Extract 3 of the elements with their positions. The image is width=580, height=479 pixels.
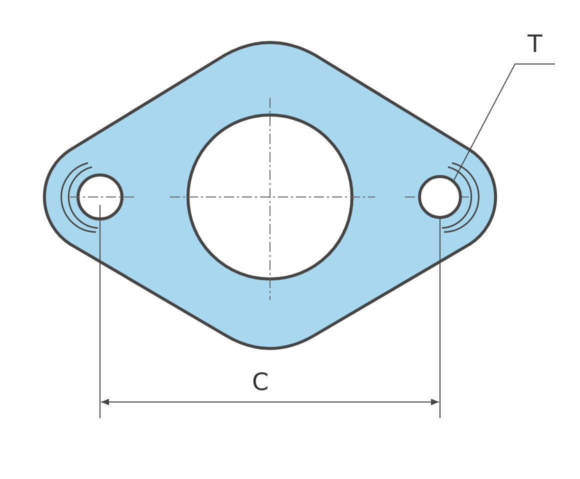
dimension-label: C	[252, 368, 269, 396]
part-label: T	[515, 30, 555, 64]
leader-line	[454, 64, 556, 180]
